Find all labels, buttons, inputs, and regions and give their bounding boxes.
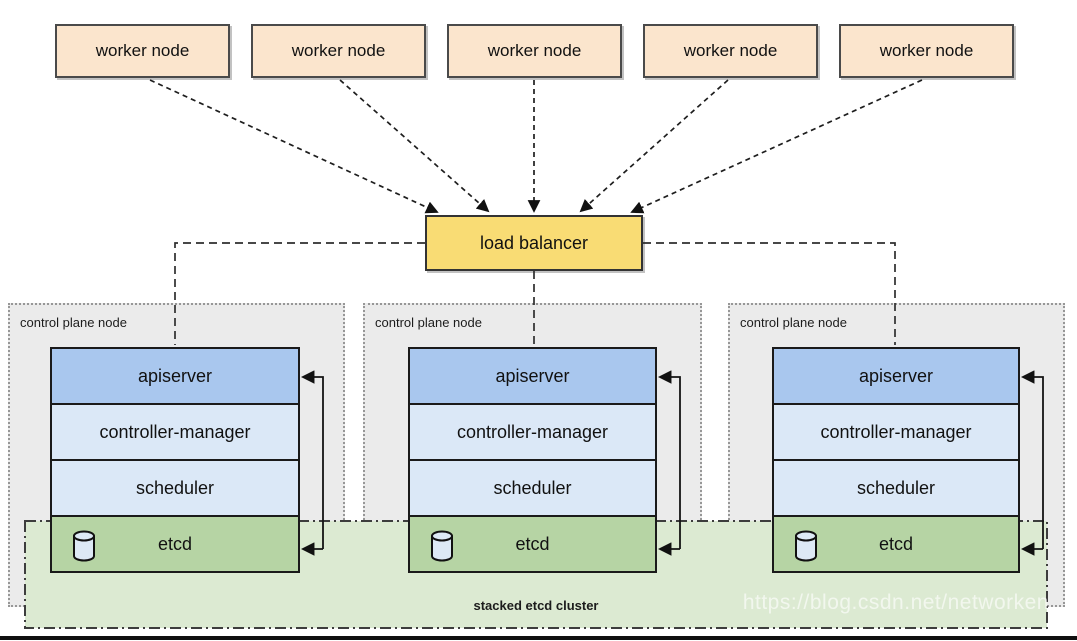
control-plane-stack: apiserver controller-manager scheduler e…: [772, 347, 1020, 573]
control-plane-node-label: control plane node: [740, 315, 847, 330]
worker-node-box: worker node: [643, 24, 818, 78]
worker-node-box: worker node: [447, 24, 622, 78]
controller-manager-label: controller-manager: [456, 421, 609, 442]
control-plane-node-label: control plane node: [20, 315, 127, 330]
worker-node-label: worker node: [487, 41, 582, 60]
worker-node-box: worker node: [55, 24, 230, 78]
etcd-box: etcd: [772, 515, 1020, 573]
worker-node-box: worker node: [839, 24, 1014, 78]
database-icon: [795, 530, 817, 562]
worker-node-label: worker node: [95, 41, 190, 60]
control-plane-stack: apiserver controller-manager scheduler e…: [408, 347, 657, 573]
database-icon: [73, 530, 95, 562]
worker-node-label: worker node: [291, 41, 386, 60]
scheduler-box: scheduler: [772, 459, 1020, 517]
load-balancer-label: load balancer: [479, 232, 589, 253]
watermark-text: https://blog.csdn.net/networken: [742, 591, 1049, 614]
worker-node-label: worker node: [683, 41, 778, 60]
controller-manager-box: controller-manager: [772, 403, 1020, 461]
etcd-label: etcd: [878, 533, 914, 554]
scheduler-label: scheduler: [856, 477, 936, 498]
control-plane-node-label: control plane node: [375, 315, 482, 330]
worker-to-lb-arrow: [339, 79, 490, 213]
controller-manager-box: controller-manager: [408, 403, 657, 461]
apiserver-label: apiserver: [495, 365, 570, 386]
apiserver-box: apiserver: [772, 347, 1020, 405]
bottom-border-line: [0, 636, 1077, 640]
controller-manager-label: controller-manager: [99, 421, 251, 442]
scheduler-label: scheduler: [135, 477, 215, 498]
database-icon: [431, 530, 453, 562]
scheduler-box: scheduler: [50, 459, 300, 517]
controller-manager-box: controller-manager: [50, 403, 300, 461]
etcd-box: etcd: [50, 515, 300, 573]
control-plane-stack: apiserver controller-manager scheduler e…: [50, 347, 300, 573]
load-balancer-box: load balancer: [425, 215, 643, 271]
worker-node-label: worker node: [879, 41, 974, 60]
etcd-label: etcd: [157, 533, 193, 554]
etcd-box: etcd: [408, 515, 657, 573]
worker-to-lb-arrow: [579, 79, 729, 213]
scheduler-box: scheduler: [408, 459, 657, 517]
etcd-label: etcd: [515, 533, 550, 554]
worker-node-box: worker node: [251, 24, 426, 78]
worker-to-lb-arrow: [149, 79, 439, 214]
worker-to-lb-arrow: [630, 79, 923, 214]
scheduler-label: scheduler: [493, 477, 572, 498]
apiserver-box: apiserver: [408, 347, 657, 405]
apiserver-box: apiserver: [50, 347, 300, 405]
apiserver-label: apiserver: [858, 365, 934, 386]
apiserver-label: apiserver: [137, 365, 213, 386]
controller-manager-label: controller-manager: [820, 421, 972, 442]
